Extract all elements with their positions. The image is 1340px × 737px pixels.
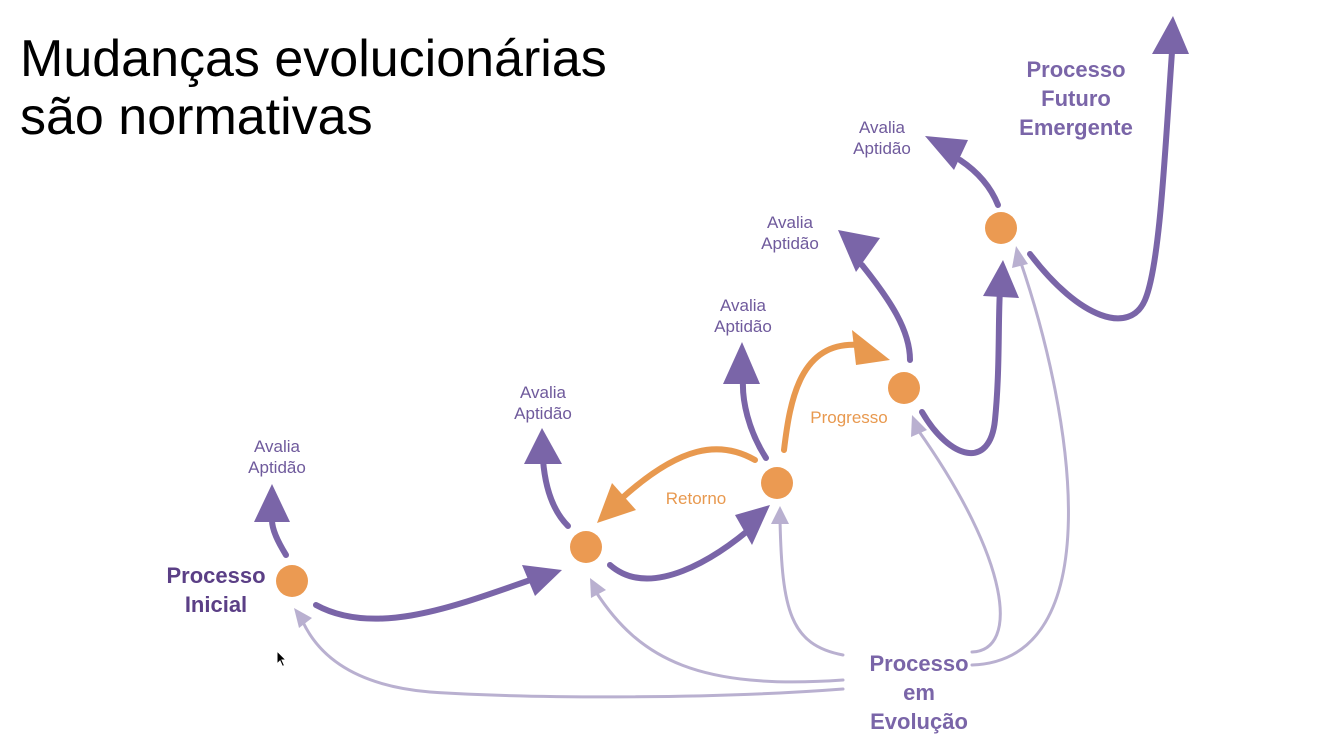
arrowhead-avalia-5 [925, 136, 968, 170]
stage-futuro-label: Processo Futuro Emergente [1019, 57, 1133, 140]
retorno-arrowhead [597, 483, 636, 523]
evolucao-line-1: Processo [869, 651, 968, 676]
slide-title: Mudanças evolucionárias são normativas [20, 30, 607, 146]
inicial-line-1: Processo [166, 563, 265, 588]
retorno-label: Retorno [666, 489, 726, 508]
evolucao-line-2: em [903, 680, 935, 705]
node-2 [570, 531, 602, 563]
progresso-arrowhead [852, 330, 890, 365]
feedback-arrow-node5 [970, 258, 1070, 667]
evolucao-line-3: Evolução [870, 709, 968, 734]
path-inicial-avalia [269, 517, 289, 558]
path-node3-avalia [739, 377, 769, 461]
arrowhead-avalia-1 [254, 484, 290, 522]
progresso-arrow [781, 341, 863, 453]
arrowhead-to-node3 [735, 505, 770, 545]
avalia-3-line-1: Avalia [720, 296, 767, 315]
avalia-3-line-2: Aptidão [714, 317, 772, 336]
node-5 [985, 212, 1017, 244]
feedback-arrowhead-node5 [1012, 246, 1028, 268]
avalia-5-line-1: Avalia [859, 118, 906, 137]
path-node2-avalia [540, 457, 571, 529]
node-4 [888, 372, 920, 404]
feedback-arrowhead-inicial [294, 608, 312, 628]
feedback-arrow-node2 [594, 590, 845, 684]
feedback-arrowhead-node4 [911, 415, 927, 437]
retorno-arrow [617, 446, 758, 503]
arrowhead-avalia-2 [524, 428, 562, 464]
feedback-arrow-inicial [300, 618, 845, 699]
arrowhead-to-node5 [983, 260, 1019, 298]
arrowhead-to-futuro [1152, 16, 1189, 54]
nodes [276, 212, 1017, 597]
avalia-1-line-2: Aptidão [248, 458, 306, 477]
stage-evolucao-label: Processo em Evolução [869, 651, 968, 734]
main-path-arrowheads [254, 16, 1189, 596]
mouse-cursor-icon [276, 650, 288, 668]
path-node4-to-node5 [919, 287, 1003, 457]
futuro-line-2: Futuro [1041, 86, 1111, 111]
title-line-2: são normativas [20, 88, 373, 146]
node-3 [761, 467, 793, 499]
orange-arrowheads [597, 330, 890, 523]
feedback-arrowheads [294, 246, 1028, 628]
futuro-line-1: Processo [1026, 57, 1125, 82]
avalia-2-line-2: Aptidão [514, 404, 572, 423]
futuro-line-3: Emergente [1019, 115, 1133, 140]
arrowhead-avalia-4 [838, 230, 880, 272]
path-node4-avalia [859, 262, 913, 363]
feedback-arrow-node3 [778, 518, 845, 657]
inicial-line-2: Inicial [185, 592, 247, 617]
avalia-4-line-1: Avalia [767, 213, 814, 232]
feedback-arrowhead-node2 [590, 578, 606, 598]
path-node5-avalia [957, 157, 1001, 208]
orange-arrows [617, 341, 863, 503]
title-line-1: Mudanças evolucionárias [20, 30, 607, 88]
feedback-arrow-node4 [916, 428, 1002, 654]
feedback-arrows [300, 258, 1070, 699]
node-inicial [276, 565, 308, 597]
avalia-labels: Avalia Aptidão Avalia Aptidão Avalia Apt… [248, 118, 911, 477]
main-path [269, 49, 1175, 622]
feedback-arrowhead-node3 [771, 506, 789, 524]
path-node5-to-futuro [1027, 49, 1175, 322]
stage-inicial-label: Processo Inicial [166, 563, 265, 617]
path-inicial-to-node2 [313, 572, 548, 622]
avalia-5-line-2: Aptidão [853, 139, 911, 158]
path-node2-to-node3 [607, 519, 761, 582]
arrowhead-to-node2 [522, 565, 562, 596]
arrowhead-avalia-3 [723, 342, 760, 384]
avalia-2-line-1: Avalia [520, 383, 567, 402]
avalia-1-line-1: Avalia [254, 437, 301, 456]
avalia-4-line-2: Aptidão [761, 234, 819, 253]
progresso-label: Progresso [810, 408, 887, 427]
